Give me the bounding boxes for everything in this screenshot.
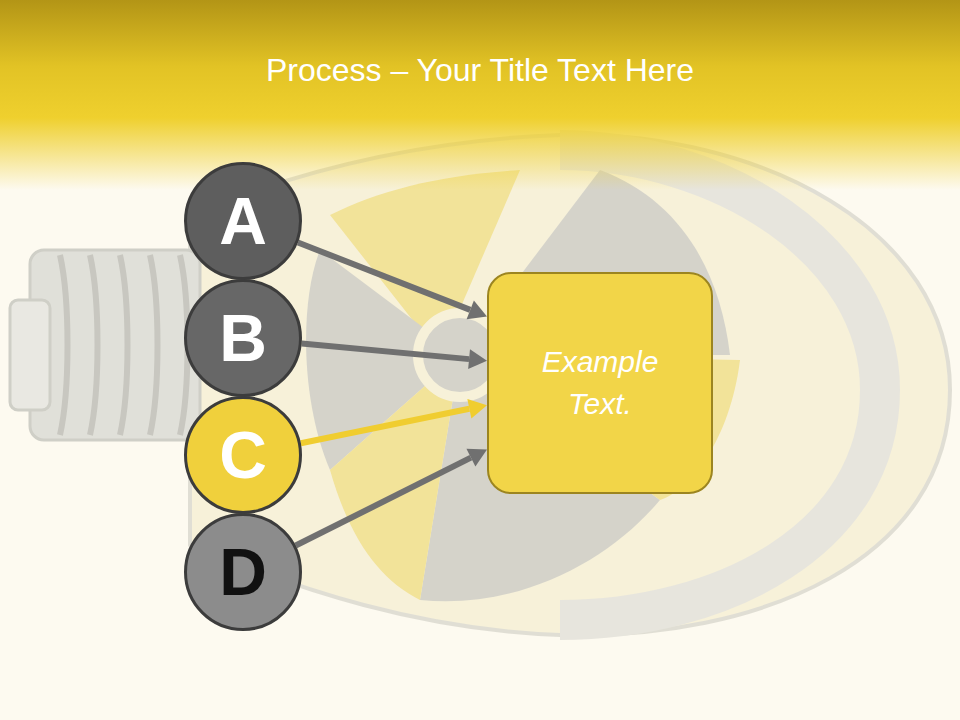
step-circle: B [184,279,302,397]
title-band [0,0,960,190]
arrow-connector [301,409,470,443]
step-letter: D [219,534,267,610]
arrow-connector [298,242,470,309]
box-text: Example Text. [527,341,673,425]
example-box: Example Text. [487,272,713,494]
arrow-connector [296,458,471,546]
step-letter: C [219,417,267,493]
arrow-connector [302,343,469,359]
step-circle: A [184,162,302,280]
step-letter: B [219,300,267,376]
step-circle: D [184,513,302,631]
arrow-head [467,399,487,419]
step-circle: C [184,396,302,514]
arrow-head [468,349,487,369]
step-letter: A [219,183,267,259]
slide-title: Process – Your Title Text Here [0,52,960,89]
